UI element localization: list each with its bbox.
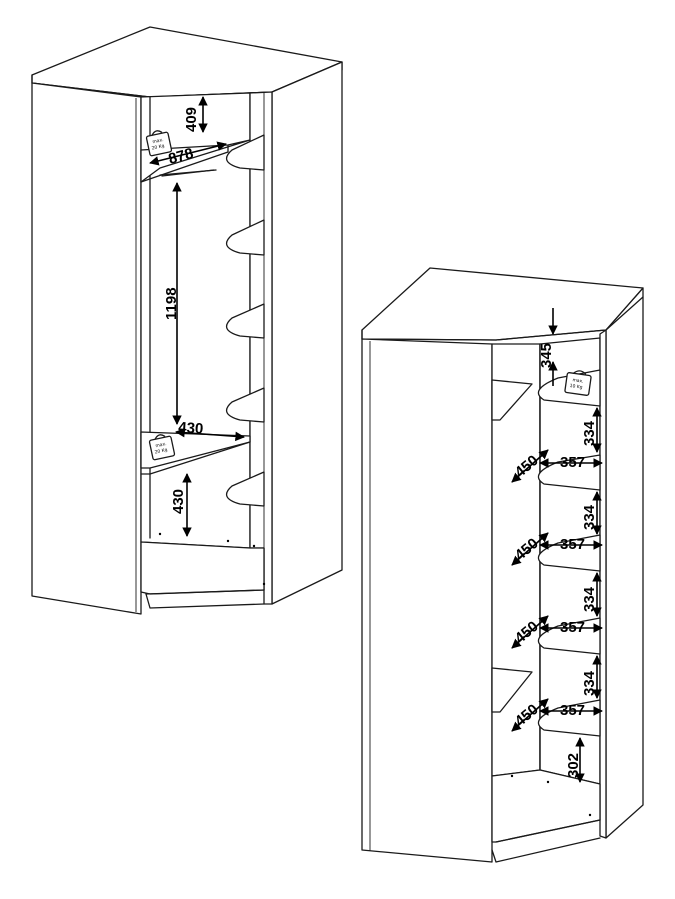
weight-icon: max. 10 Kg [564,370,592,396]
right-side-panel [605,296,644,839]
left-open-door [31,82,142,615]
left-base [140,541,265,595]
weight-label-right-1: max. [572,378,584,385]
dim-width-2: 357 [560,536,585,553]
right-open-door [361,338,493,863]
dim-width-3: 357 [560,619,585,636]
dim-width-4: 357 [560,702,585,719]
right-top-panel [361,267,644,341]
left-wardrobe: max. 20 Kg max. 20 Kg 409 878 1198 430 4… [31,26,343,615]
dim-shelf-width-left: 878 [167,145,196,168]
weight-label-lower-2: 20 Kg [154,447,168,456]
left-side-panel [271,61,343,605]
left-corner-shelves [225,134,265,507]
weight-icon: max. 20 Kg [148,434,176,461]
dim-shelf-gap-3: 334 [581,586,598,612]
right-wardrobe: max. 10 Kg 345 334 334 334 334 302 450 3… [361,267,644,863]
dim-shelf-gap-1: 334 [581,420,598,446]
dim-lower-shelf-width: 430 [178,419,204,438]
weight-label-right-2: 10 Kg [569,383,583,391]
dim-shelf-gap-2: 334 [581,504,598,530]
weight-label-lower-1: max. [155,442,167,449]
dim-bottom-gap-left: 430 [170,489,187,514]
dim-bottom-gap-right: 302 [565,753,582,778]
dim-shelf-gap-4: 334 [581,670,598,696]
dim-width-1: 357 [560,454,585,471]
dim-hanging-height: 1198 [163,287,180,320]
left-dimensions: 409 878 1198 430 430 [149,96,245,537]
dim-top-gap-left: 409 [183,107,200,132]
dim-top-gap-right: 345 [538,343,555,368]
